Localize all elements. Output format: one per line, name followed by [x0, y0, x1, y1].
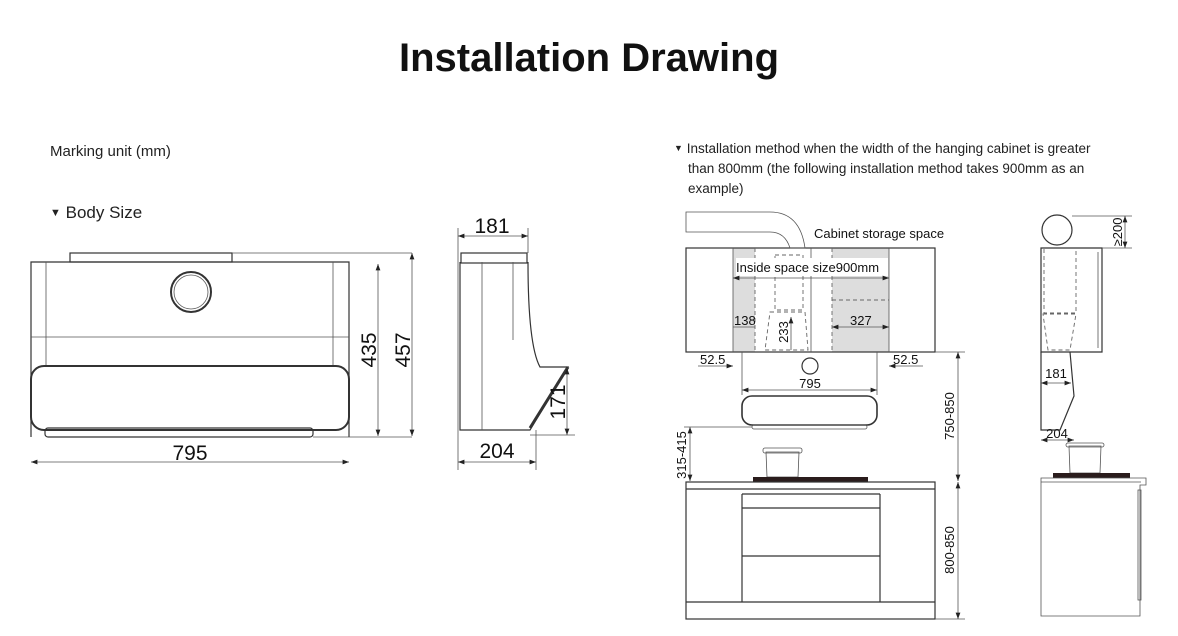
dim-duct: 233 [776, 321, 791, 343]
installation-side-view: ≥200 181 204 [1040, 214, 1147, 617]
dim-hood-above-cooktop: 315-415 [674, 431, 689, 479]
dim-depth-bottom: 204 [479, 440, 514, 463]
base-cabinet-front: 800-850 [685, 447, 965, 620]
wall-cabinet-front: Cabinet storage space Inside space size9… [674, 211, 965, 481]
dim-left-gap: 138 [734, 313, 756, 328]
dim-side-right: 52.5 [893, 352, 918, 367]
dim-side-left: 52.5 [700, 352, 725, 367]
dim-duct-clearance: ≥200 [1110, 218, 1125, 247]
dim-depth-top: 181 [474, 215, 509, 238]
cabinet-storage-label: Cabinet storage space [814, 226, 944, 241]
note-line-1: Installation method when the width of th… [686, 141, 1091, 156]
note-line-2: than 800mm (the following installation m… [688, 161, 1085, 176]
triangle-bullet-icon: ▼ [50, 207, 61, 219]
inside-space-label: Inside space size900mm [736, 260, 879, 275]
triangle-bullet-icon: ▼ [674, 143, 683, 153]
note-line-3: example) [688, 181, 744, 196]
installation-note: ▼ Installation method when the width of … [674, 138, 1090, 199]
dim-panel-height: 171 [547, 384, 570, 419]
front-dimensions: 795 435 457 [31, 252, 415, 465]
dim-side-depth-bottom: 204 [1046, 426, 1068, 441]
dim-right-gap: 327 [850, 313, 872, 328]
hood-side-view: 181 204 171 [457, 215, 575, 470]
dim-hood-to-counter: 750-850 [942, 392, 957, 440]
dim-counter-height: 800-850 [942, 526, 957, 574]
body-size-heading: ▼ Body Size [50, 203, 142, 223]
dim-height-inner: 435 [358, 332, 381, 367]
marking-unit-label: Marking unit (mm) [50, 143, 171, 160]
dim-hood-width: 795 [799, 376, 821, 391]
page-title: Installation Drawing [398, 36, 780, 80]
dim-side-depth-top: 181 [1045, 366, 1067, 381]
dim-width: 795 [172, 442, 207, 465]
body-size-label: Body Size [65, 203, 143, 222]
hood-front-view [30, 252, 350, 438]
dim-height-total: 457 [392, 332, 415, 367]
